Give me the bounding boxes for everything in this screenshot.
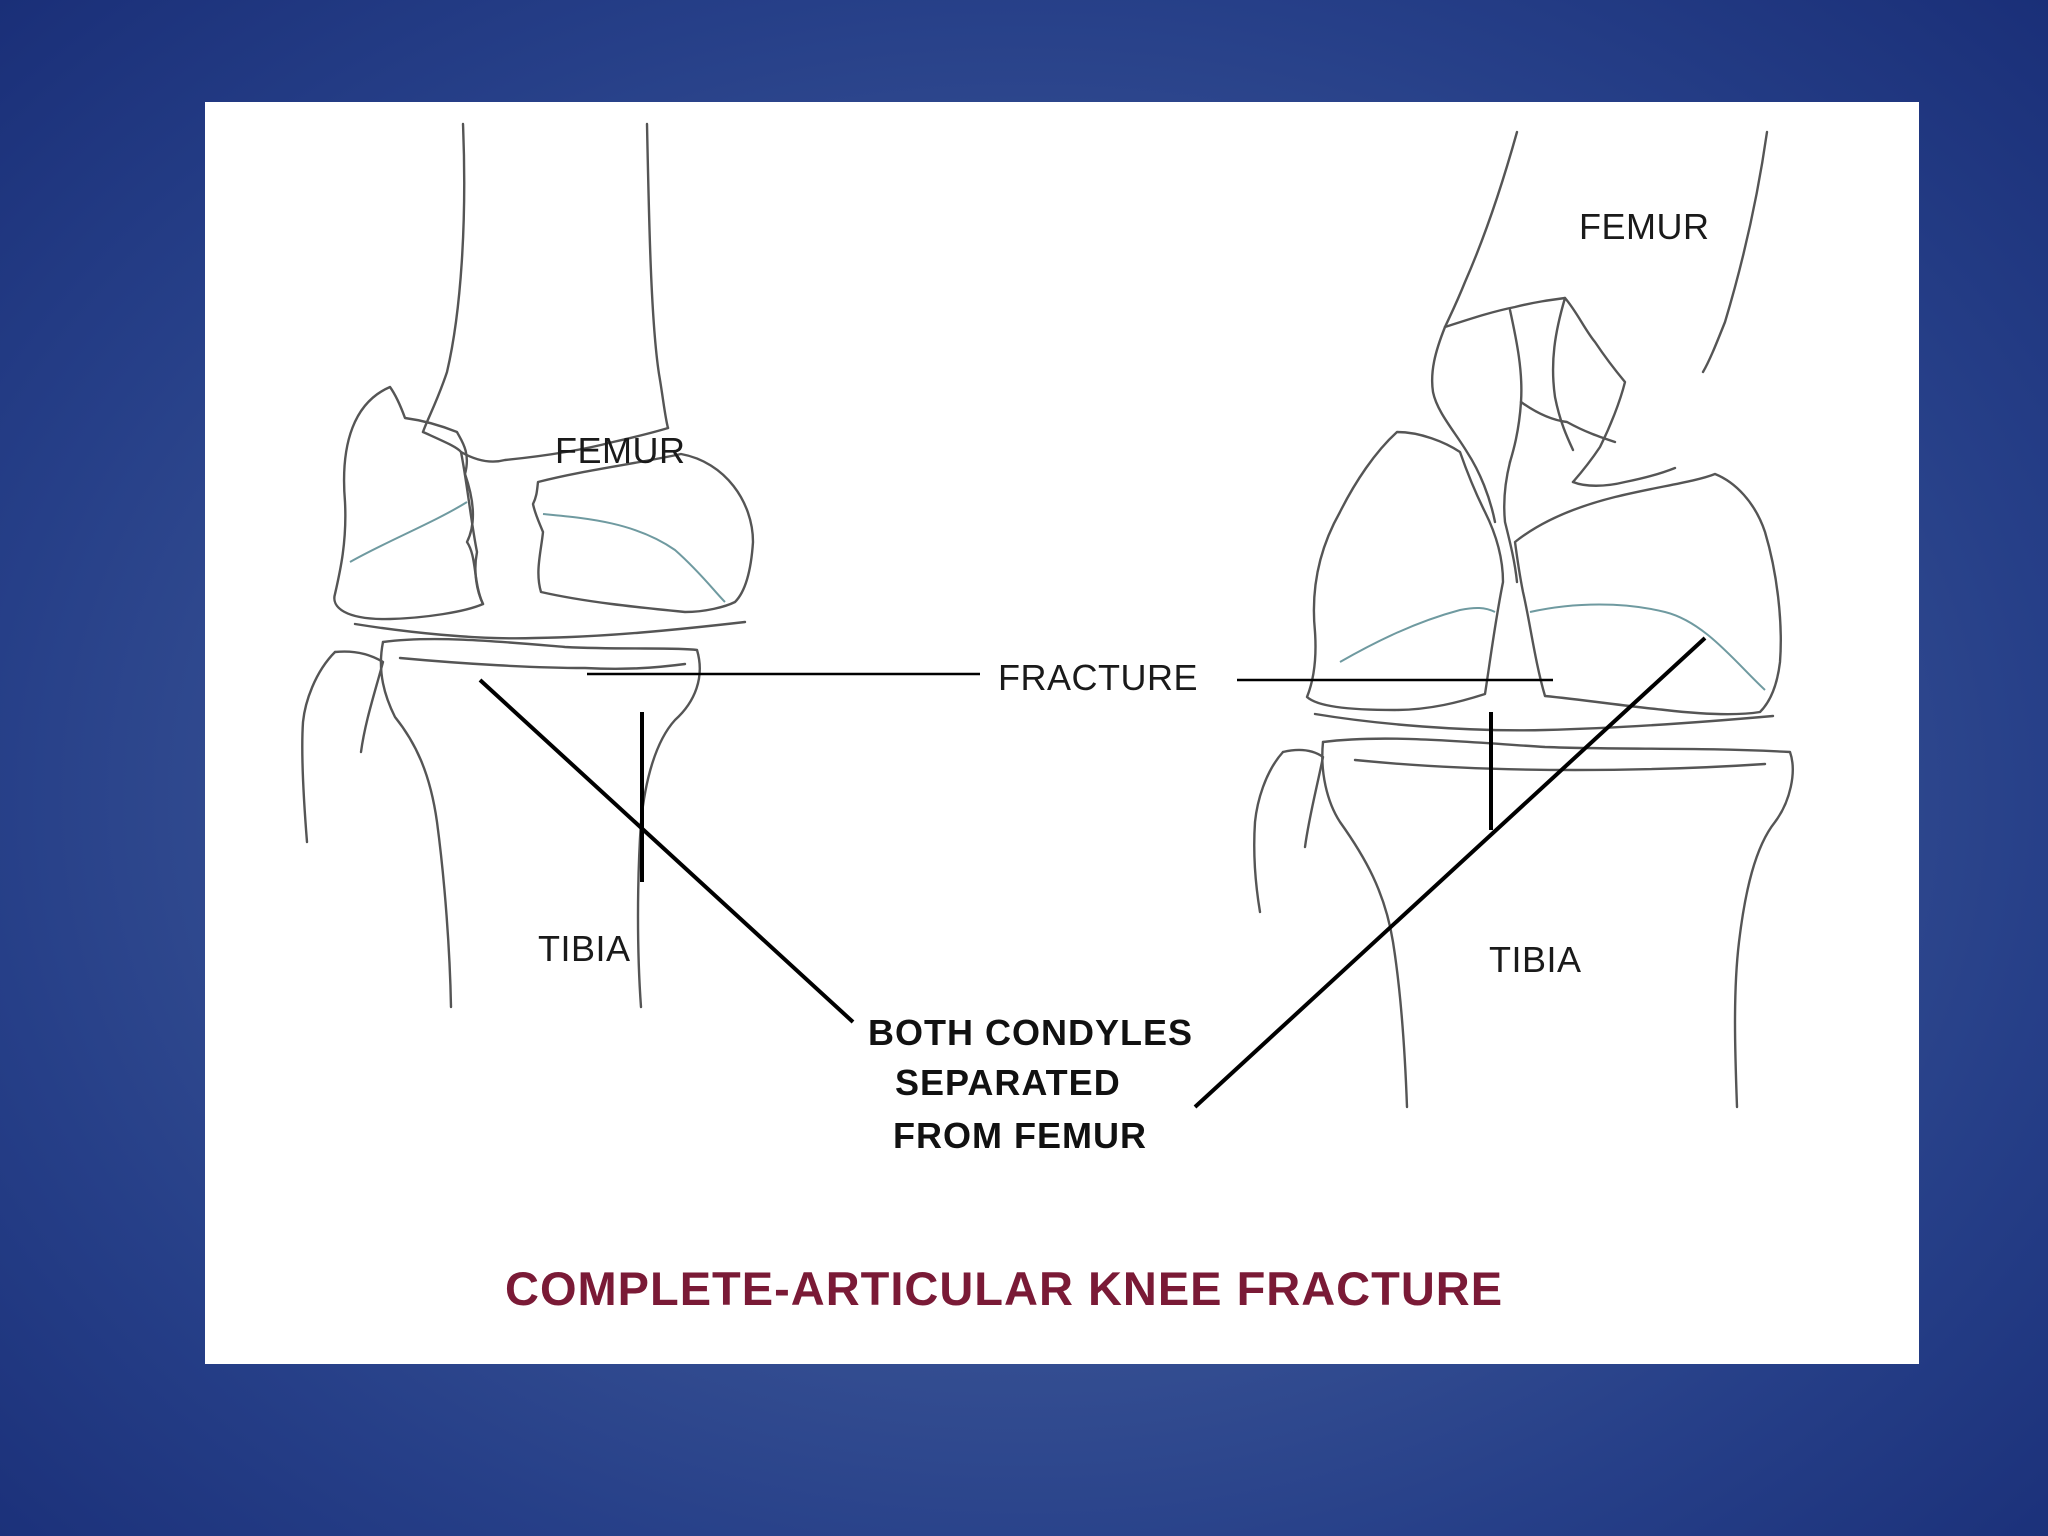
left-tibia-plateau-inner [398, 656, 687, 670]
right-fracture-fragment-2 [1508, 308, 1523, 464]
left-lateral-condyle [531, 452, 755, 614]
right-cartilage-medial [1339, 606, 1496, 663]
right-femur-shaft-left [1443, 130, 1519, 329]
right-tibia-plateau-inner [1353, 758, 1767, 772]
condyles-pointer-right-diagonal [1193, 636, 1707, 1109]
tibia-label-left: TIBIA [538, 928, 631, 969]
left-fibula-inner [333, 650, 385, 754]
diagram-panel: FEMUR FEMUR TIBIA TIBIA FRACTURE BOTH CO… [205, 102, 1919, 1364]
left-knee [301, 122, 755, 1009]
femur-label-right: FEMUR [1579, 206, 1710, 247]
diagram-title: COMPLETE-ARTICULAR KNEE FRACTURE [505, 1262, 1503, 1315]
right-femur-shaft-right [1701, 130, 1769, 374]
right-fracture-fragment-4 [1430, 325, 1497, 524]
left-fracture-line-2 [459, 426, 670, 463]
right-fibula [1253, 750, 1285, 914]
fracture-label: FRACTURE [998, 657, 1198, 698]
left-femur-shaft [421, 122, 466, 434]
left-tibia-plateau [381, 637, 701, 1009]
left-joint-line [353, 620, 747, 640]
right-fracture-fragment-5 [1519, 400, 1617, 444]
left-femur-shaft-right [645, 122, 670, 430]
right-fracture-fragment-7 [1571, 466, 1677, 487]
left-cartilage-lateral [542, 513, 726, 603]
femur-label-left: FEMUR [555, 430, 686, 471]
left-tibia-medial [379, 640, 453, 1009]
left-cartilage-medial [349, 501, 468, 563]
right-medial-condyle [1305, 430, 1505, 712]
right-tibia-medial [1321, 740, 1409, 1109]
knee-fracture-diagram: FEMUR FEMUR TIBIA TIBIA FRACTURE BOTH CO… [301, 122, 1794, 1315]
right-fibula-inner [1281, 748, 1325, 849]
right-fracture-fragment-3 [1551, 296, 1575, 452]
right-lateral-condyle [1513, 472, 1782, 716]
condyles-label-line3: FROM FEMUR [893, 1115, 1147, 1156]
left-medial-condyle [333, 385, 485, 621]
right-joint-line [1313, 712, 1775, 732]
right-fracture-fragment-6 [1503, 460, 1519, 584]
condyles-pointer-left-diagonal [478, 678, 855, 1024]
left-fracture-line [421, 430, 485, 606]
condyles-label-line1: BOTH CONDYLES [868, 1012, 1193, 1053]
right-fracture-fragment-1 [1443, 296, 1627, 484]
tibia-label-right: TIBIA [1489, 939, 1582, 980]
left-fibula [301, 650, 337, 844]
pointer-lines [478, 636, 1707, 1109]
condyles-label-line2: SEPARATED [895, 1062, 1121, 1103]
right-cartilage-lateral [1529, 603, 1766, 691]
